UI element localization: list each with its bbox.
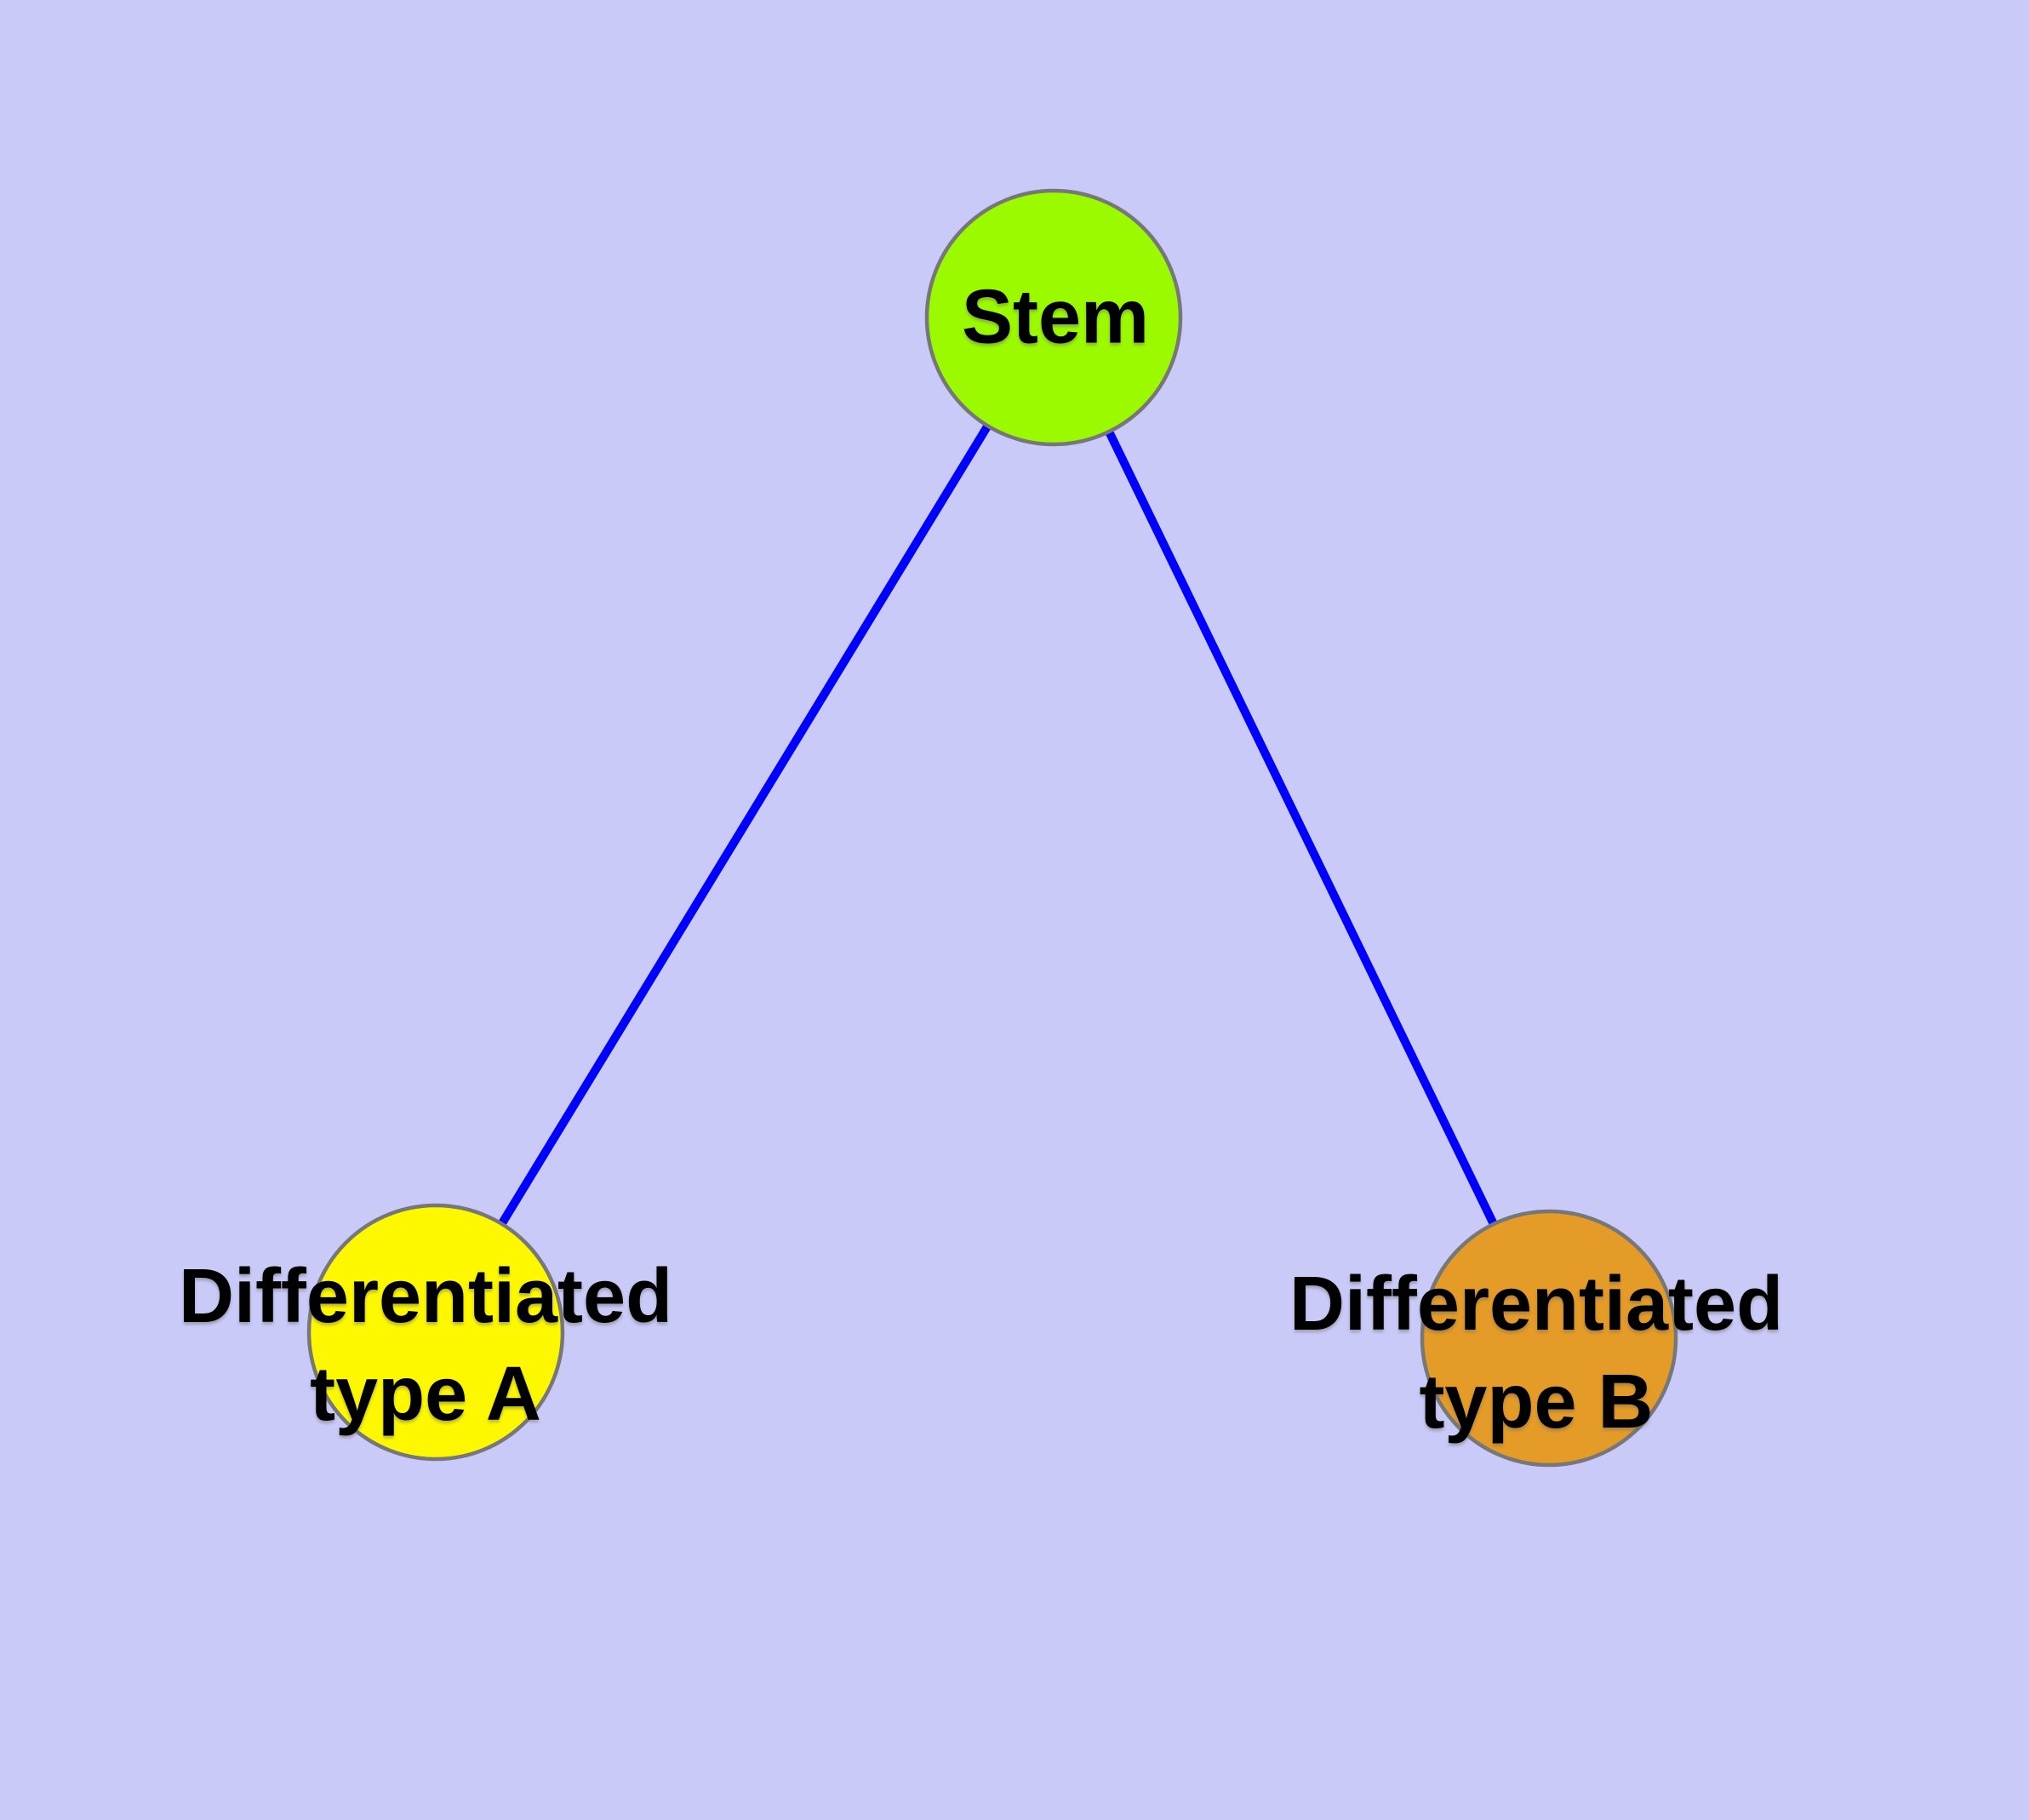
node-type-b-label: Differentiated type B (1289, 1256, 1783, 1451)
node-stem-label: Stem (962, 269, 1149, 367)
node-stem-label-line: Stem (961, 274, 1150, 360)
node-type-a-label-line-1: Differentiated (178, 1254, 673, 1339)
node-stem-circle (924, 188, 1183, 447)
node-type-a-label: Differentiated type A (179, 1248, 672, 1444)
node-type-a-circle (306, 1203, 565, 1462)
node-type-b-circle (1420, 1209, 1678, 1468)
node-type-a-label-line-2: type A (310, 1352, 541, 1437)
edge-stem-to-type-b (1049, 315, 1553, 1341)
node-type-b-label-line-1: Differentiated (1289, 1262, 1784, 1347)
edge-stem-to-type-a (432, 315, 1058, 1335)
node-type-b-label-line-2: type B (1419, 1359, 1654, 1445)
